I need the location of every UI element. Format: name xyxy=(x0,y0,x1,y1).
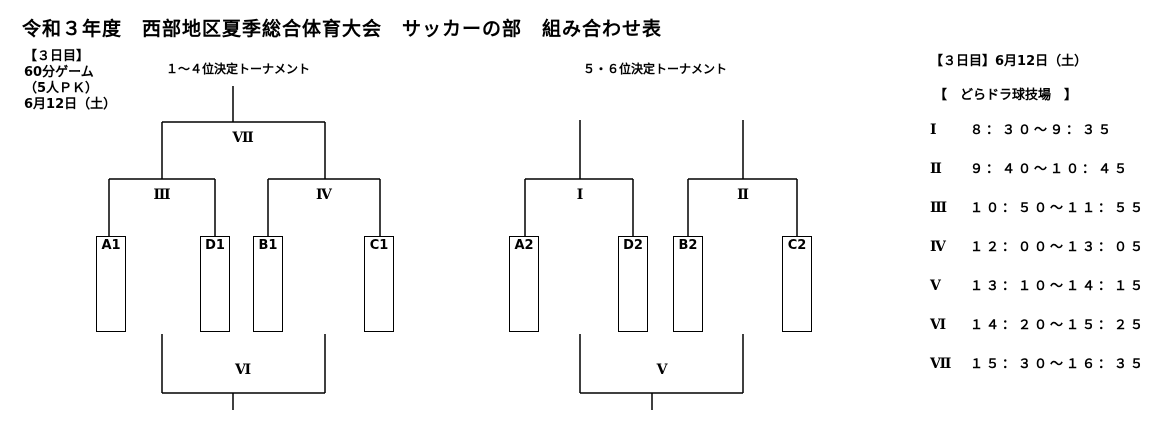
page-title: 令和３年度 西部地区夏季総合体育大会 サッカーの部 組み合わせ表 xyxy=(22,18,663,40)
round-label-third-place: Ⅵ xyxy=(234,362,252,378)
team-box-b2: B2 xyxy=(673,236,703,332)
team-box-c2: C2 xyxy=(782,236,812,332)
day-info: 【３日目】 60分ゲーム （5人ＰＫ） 6月12日（土） xyxy=(24,49,116,113)
team-box-b1: B1 xyxy=(253,236,283,332)
schedule-header: 【３日目】6月12日（土） xyxy=(930,54,1088,69)
schedule-row: Ⅲ １０：５０～１１：５５ xyxy=(930,197,1146,216)
schedule-time: １０：５０～１１：５５ xyxy=(970,201,1147,216)
round-label-semi-left-2: Ⅳ xyxy=(316,187,332,203)
schedule-time: １２：００～１３：０５ xyxy=(970,240,1147,255)
round-label-fifth-place: Ⅴ xyxy=(656,362,668,378)
bracket-left-caption: １～４位決定トーナメント xyxy=(166,62,311,76)
schedule-row: Ⅰ ８：３０～９：３５ xyxy=(930,119,1114,138)
schedule-row: Ⅳ １２：００～１３：０５ xyxy=(930,236,1146,255)
schedule-round: Ⅴ xyxy=(930,278,941,294)
schedule-row: Ⅴ １３：１０～１４：１５ xyxy=(930,275,1146,294)
team-box-a2: A2 xyxy=(509,236,539,332)
schedule-round: Ⅲ xyxy=(930,200,948,216)
team-name: A2 xyxy=(514,238,534,253)
game-length: 60分ゲーム xyxy=(24,65,94,80)
schedule-time: １４：２０～１５：２５ xyxy=(970,318,1147,333)
schedule-round: Ⅰ xyxy=(930,122,937,138)
schedule-row: Ⅱ ９：４０～１０：４５ xyxy=(930,158,1130,177)
schedule-venue: 【 どらドラ球技場 】 xyxy=(934,88,1078,103)
team-box-d2: D2 xyxy=(618,236,648,332)
pk-rule: （5人ＰＫ） xyxy=(24,81,99,96)
schedule-round: Ⅳ xyxy=(930,239,946,255)
round-label-semi-right-1: Ⅰ xyxy=(576,187,584,203)
schedule-round: Ⅵ xyxy=(930,317,947,333)
match-date: 6月12日（土） xyxy=(24,97,117,112)
bracket-right-caption: ５・６位決定トーナメント xyxy=(583,62,728,76)
team-name: B1 xyxy=(258,238,278,253)
schedule-row: Ⅶ １５：３０～１６：３５ xyxy=(930,353,1146,372)
schedule-time: １５：３０～１６：３５ xyxy=(970,357,1147,372)
team-name: C2 xyxy=(787,238,807,253)
team-name: C1 xyxy=(369,238,389,253)
schedule-time: １３：１０～１４：１５ xyxy=(970,279,1147,294)
team-name: D1 xyxy=(205,238,225,253)
team-name: A1 xyxy=(101,238,121,253)
schedule-time: ９：４０～１０：４５ xyxy=(970,162,1131,177)
team-name: D2 xyxy=(623,238,643,253)
team-box-c1: C1 xyxy=(364,236,394,332)
schedule-time: ８：３０～９：３５ xyxy=(970,123,1115,138)
day-label: 【３日目】 xyxy=(24,49,90,64)
round-label-semi-left-1: Ⅲ xyxy=(153,187,171,203)
schedule-row: Ⅵ １４：２０～１５：２５ xyxy=(930,314,1146,333)
schedule-round: Ⅶ xyxy=(930,356,952,372)
team-box-a1: A1 xyxy=(96,236,126,332)
round-label-semi-right-2: Ⅱ xyxy=(737,187,749,203)
schedule-round: Ⅱ xyxy=(930,161,942,177)
team-name: B2 xyxy=(678,238,698,253)
round-label-final: Ⅶ xyxy=(232,130,254,146)
team-box-d1: D1 xyxy=(200,236,230,332)
